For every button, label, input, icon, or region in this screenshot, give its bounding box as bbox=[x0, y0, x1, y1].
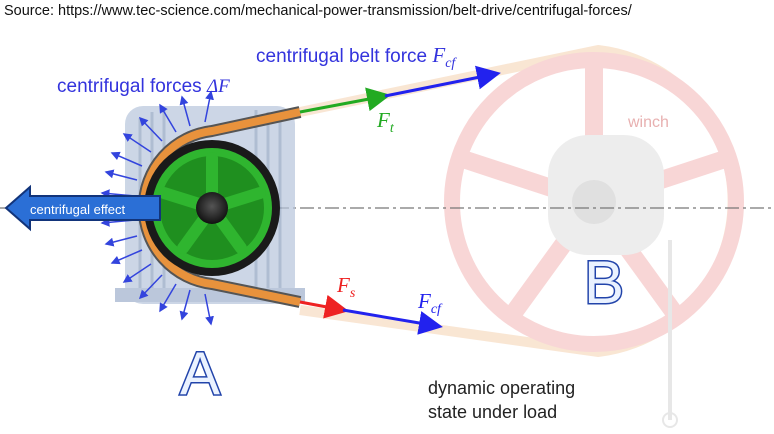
forces-label: centrifugal forces ΔF bbox=[57, 76, 230, 97]
centrifugal-effect-arrow: centrifugal effect bbox=[4, 184, 161, 232]
pulley-b-label: B bbox=[584, 249, 624, 316]
winch-drum bbox=[548, 135, 664, 255]
pulley-b bbox=[298, 44, 744, 428]
fs-arrow bbox=[299, 294, 349, 319]
pulley-a bbox=[137, 106, 302, 308]
winch-hook bbox=[662, 412, 678, 428]
pulley-b-rim bbox=[444, 52, 744, 352]
fcf-bottom-label: Fcf bbox=[417, 289, 443, 317]
belt-force-label: centrifugal belt force Fcf bbox=[256, 43, 457, 71]
fcf-top-arrow bbox=[384, 65, 501, 98]
ft-arrow bbox=[299, 87, 391, 114]
effect-label: centrifugal effect bbox=[30, 202, 126, 217]
state-label-line2: state under load bbox=[428, 402, 557, 422]
radial-force-arrows bbox=[100, 90, 214, 326]
belt-right-faded bbox=[298, 44, 738, 358]
winch-label: winch bbox=[627, 114, 669, 131]
pulley-b-hub bbox=[572, 180, 616, 224]
fs-label: Fs bbox=[336, 273, 356, 301]
pulley-a-hub bbox=[196, 192, 228, 224]
pulley-b-spokes bbox=[457, 59, 731, 320]
state-label-line1: dynamic operating bbox=[428, 378, 575, 398]
ft-label: Ft bbox=[376, 108, 395, 136]
fcf-bottom-arrow bbox=[342, 308, 443, 335]
pulley-a-label: A bbox=[180, 340, 220, 407]
source-caption: Source: https://www.tec-science.com/mech… bbox=[4, 3, 632, 19]
